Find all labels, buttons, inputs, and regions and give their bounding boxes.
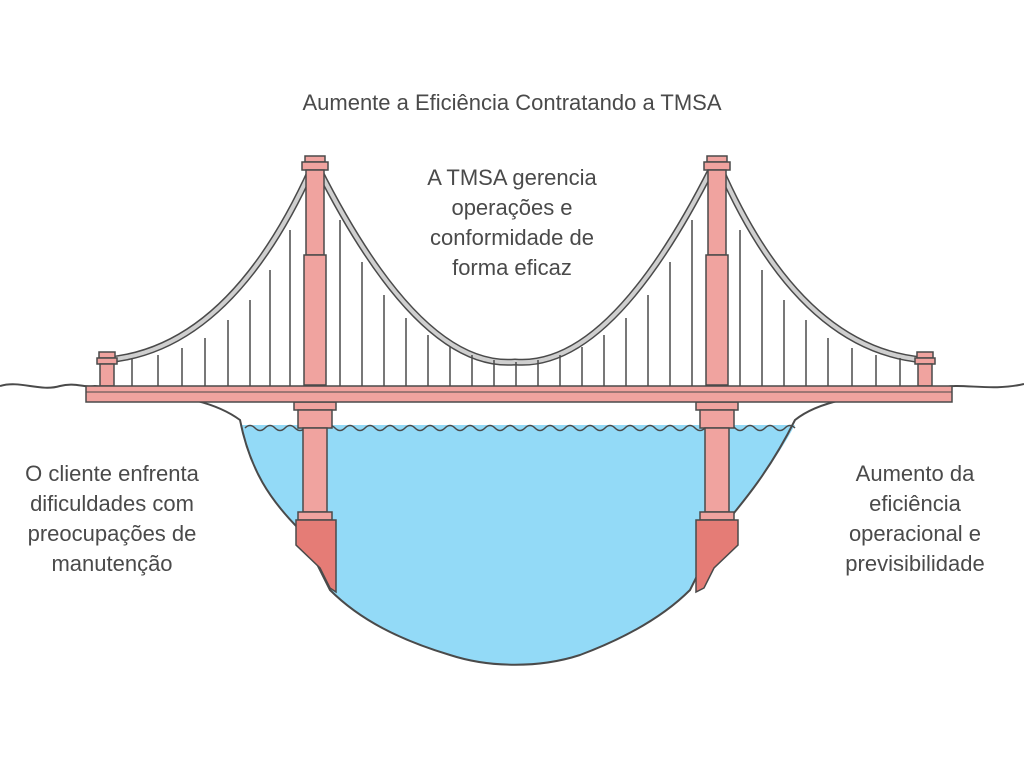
river-water bbox=[240, 425, 795, 665]
left-label: O cliente enfrenta dificuldades com preo… bbox=[25, 461, 199, 576]
suspender-cables bbox=[131, 220, 901, 386]
bridge-deck bbox=[85, 385, 953, 403]
main-cables bbox=[105, 166, 925, 366]
left-tower bbox=[293, 155, 337, 594]
diagram-title: Aumente a Eficiência Contratando a TMSA bbox=[302, 90, 722, 115]
right-label: Aumento da eficiência operacional e prev… bbox=[845, 461, 985, 576]
center-label: A TMSA gerencia operações e conformidade… bbox=[427, 165, 597, 280]
right-tower bbox=[695, 155, 739, 594]
